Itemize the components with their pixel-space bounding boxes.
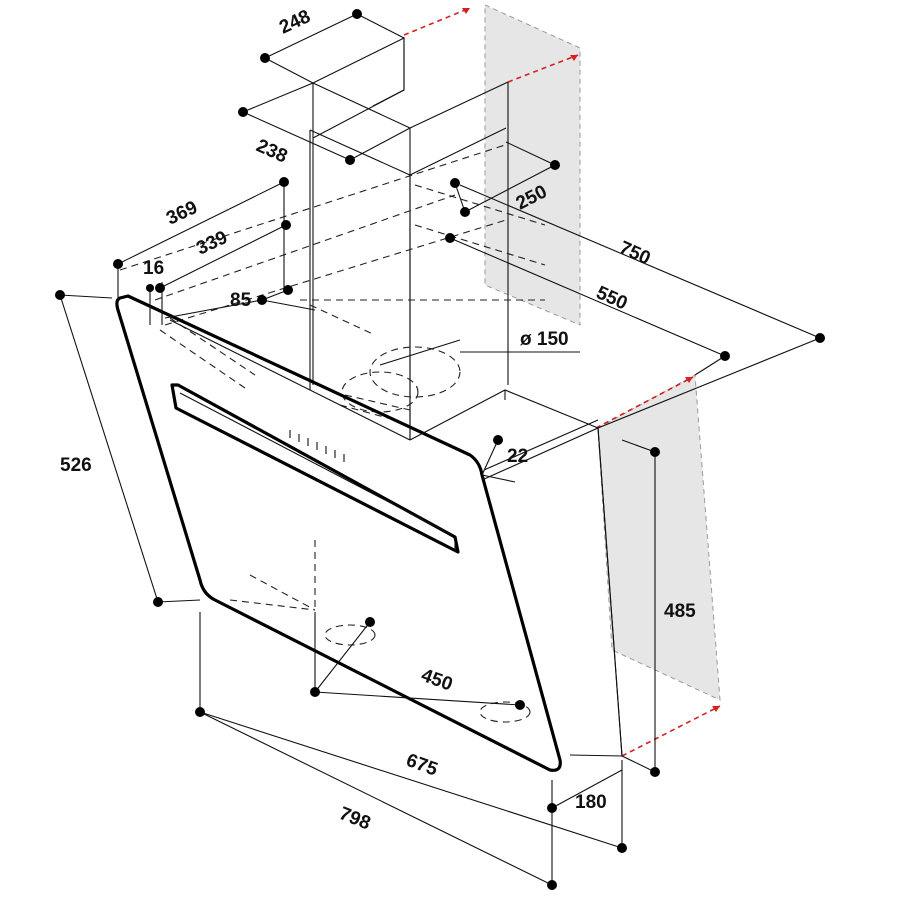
dimension-labels: 248 238 250 369 339 16 85 750 550 ø 150 … bbox=[60, 6, 696, 834]
outlet-pointer bbox=[379, 339, 580, 366]
dim-550-label: 550 bbox=[593, 282, 631, 314]
underside-holes bbox=[324, 624, 531, 723]
wall-fixing-markers bbox=[403, 7, 721, 757]
dim-180-label: 180 bbox=[575, 792, 607, 813]
dim-16-label: 16 bbox=[143, 258, 164, 279]
chimney-lower bbox=[309, 127, 507, 440]
dim-675-label: 675 bbox=[403, 750, 440, 781]
dim-369-label: 369 bbox=[163, 197, 201, 229]
dim-450-label: 450 bbox=[418, 665, 455, 696]
dim-85-label: 85 bbox=[230, 290, 252, 311]
dim-248-label: 248 bbox=[276, 6, 314, 38]
dimension-lines bbox=[59, 13, 821, 886]
chimney-upper bbox=[312, 37, 509, 385]
dimension-dots bbox=[55, 9, 825, 890]
upper-wall-plane bbox=[484, 4, 581, 326]
dim-outlet-diameter-label: ø 150 bbox=[520, 329, 569, 350]
hood-body bbox=[115, 294, 623, 772]
dim-22-label: 22 bbox=[507, 446, 528, 467]
dim-339-label: 339 bbox=[193, 227, 231, 259]
dim-798-label: 798 bbox=[336, 803, 373, 834]
dim-238-label: 238 bbox=[253, 135, 291, 167]
dim-526-label: 526 bbox=[60, 455, 92, 476]
control-buttons bbox=[289, 430, 345, 462]
dim-485-label: 485 bbox=[664, 601, 696, 622]
lower-wall-plane bbox=[597, 374, 721, 701]
